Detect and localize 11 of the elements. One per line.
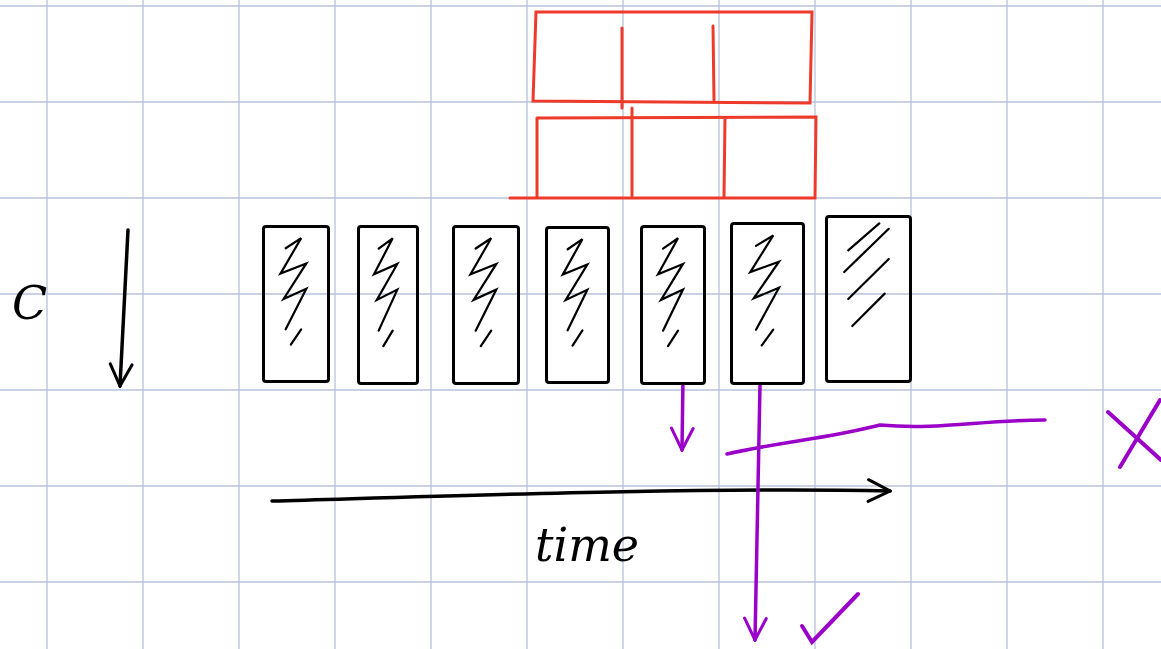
hatched-box bbox=[262, 225, 330, 383]
hatched-box bbox=[730, 222, 805, 385]
arrow bbox=[669, 383, 695, 452]
arrow bbox=[743, 383, 768, 642]
hatched-box bbox=[545, 226, 610, 384]
axis-label: C bbox=[12, 280, 48, 326]
hatched-box bbox=[357, 225, 419, 385]
axis-label: time bbox=[535, 522, 640, 568]
hatched-box bbox=[825, 215, 912, 383]
hatched-box bbox=[452, 225, 520, 385]
hatched-box bbox=[640, 225, 706, 385]
